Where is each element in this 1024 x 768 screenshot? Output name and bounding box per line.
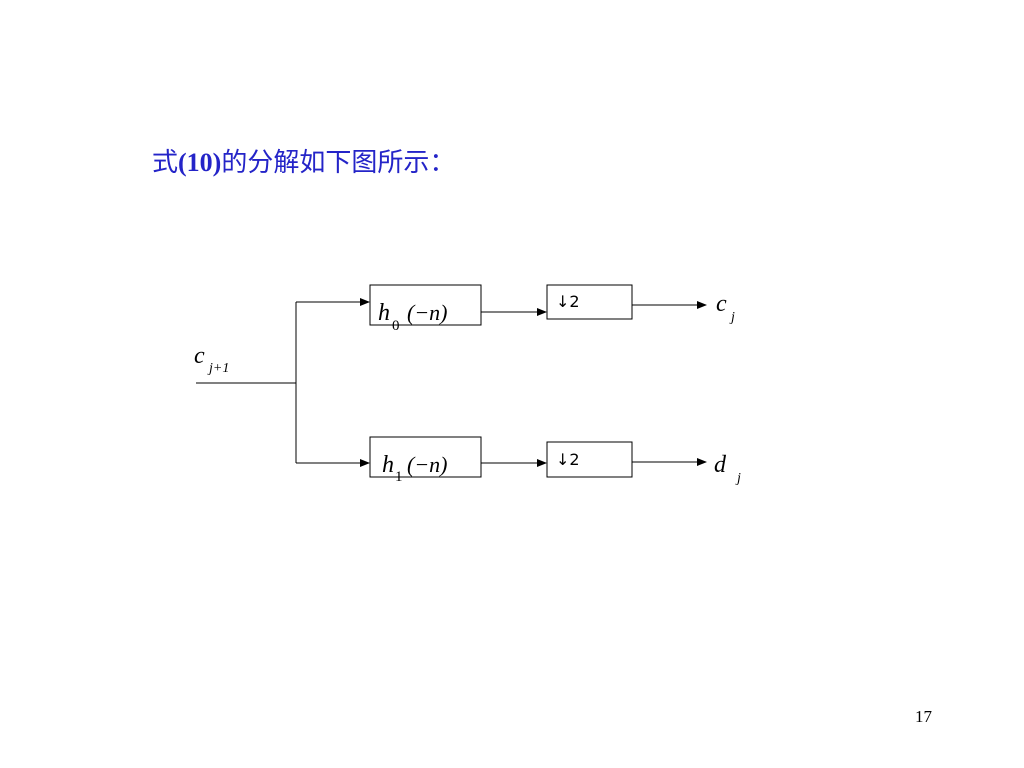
upper-output-base: c [716, 291, 727, 317]
lower-filter-box [369, 436, 482, 478]
lower-downsampler-label: ↓2 [556, 450, 580, 469]
upper-output-subscript: j [729, 310, 735, 325]
upper-downsampler-label: ↓2 [556, 292, 580, 311]
lower-output-label: d j [714, 452, 741, 486]
upper-filter-arg: (−n) [407, 300, 448, 325]
lower-downsampler-block: ↓2 [546, 441, 633, 478]
lower-output-base: d [714, 452, 727, 478]
lower-filter-arg: (−n) [407, 452, 448, 477]
input-signal-base: c [194, 343, 205, 369]
upper-filter-block: h 0 (−n) [369, 284, 482, 334]
upper-filter-base: h [378, 300, 390, 326]
upper-filter-index: 0 [392, 318, 400, 334]
lower-filter-block: h 1 (−n) [369, 436, 482, 485]
input-signal-label: c j+1 [194, 343, 229, 376]
upper-filter-box [369, 284, 482, 326]
upper-downsampler-block: ↓2 [546, 284, 633, 320]
page-number: 17 [915, 707, 932, 726]
lower-output-subscript: j [735, 471, 741, 486]
title-suffix: 的分解如下图所示： [221, 148, 456, 178]
title-equation-number: (10) [178, 148, 222, 177]
title-prefix: 式 [152, 148, 179, 178]
lower-filter-index: 1 [395, 469, 403, 485]
upper-output-label: c j [716, 291, 735, 325]
slide-title: 式(10)的分解如下图所示： [152, 142, 455, 179]
input-signal-subscript: j+1 [207, 361, 229, 376]
upper-downsampler-box [546, 284, 633, 320]
lower-filter-base: h [382, 452, 394, 478]
lower-downsampler-box [546, 441, 633, 478]
